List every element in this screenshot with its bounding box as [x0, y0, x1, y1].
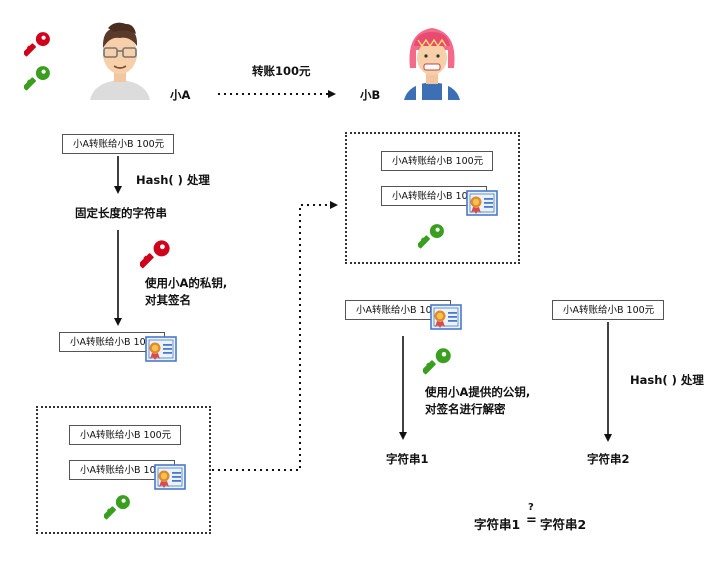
bundle-message: 小A转账给小B 100元 [69, 425, 181, 445]
avatar-b [404, 28, 460, 100]
sign-step-line1: 使用小A的私钥, [145, 276, 228, 290]
receiver-bundle [345, 132, 520, 264]
sender-label: 小A [170, 88, 191, 102]
comparison-left: 字符串1 [474, 517, 521, 532]
original-message-box: 小A转账给小B 100元 [62, 134, 174, 154]
comparison-question: ? [528, 502, 534, 513]
receiver-label: 小B [360, 88, 381, 102]
send-bundle-path [212, 201, 338, 471]
bundle-signature: 小A转账给小B 100元 [69, 460, 175, 480]
comparison-equals: = [526, 513, 537, 528]
string-1: 字符串1 [386, 452, 429, 466]
message-to-hash: 小A转账给小B 100元 [552, 300, 664, 320]
hash-step-right: Hash( ) 处理 [630, 373, 704, 387]
string-2: 字符串2 [587, 452, 630, 466]
hash-step-left: Hash( ) 处理 [136, 173, 210, 187]
fixed-length-string: 固定长度的字符串 [75, 206, 167, 220]
transfer-label: 转账100元 [252, 64, 311, 78]
avatar-a [90, 22, 150, 100]
received-message: 小A转账给小B 100元 [381, 151, 493, 171]
comparison-right: 字符串2 [540, 517, 587, 532]
decrypt-step-line2: 对签名进行解密 [425, 402, 506, 416]
decrypt-step-line1: 使用小A提供的公钥, [425, 385, 531, 399]
sender-bundle [36, 406, 211, 534]
sign-step-line2: 对其签名 [145, 293, 191, 307]
